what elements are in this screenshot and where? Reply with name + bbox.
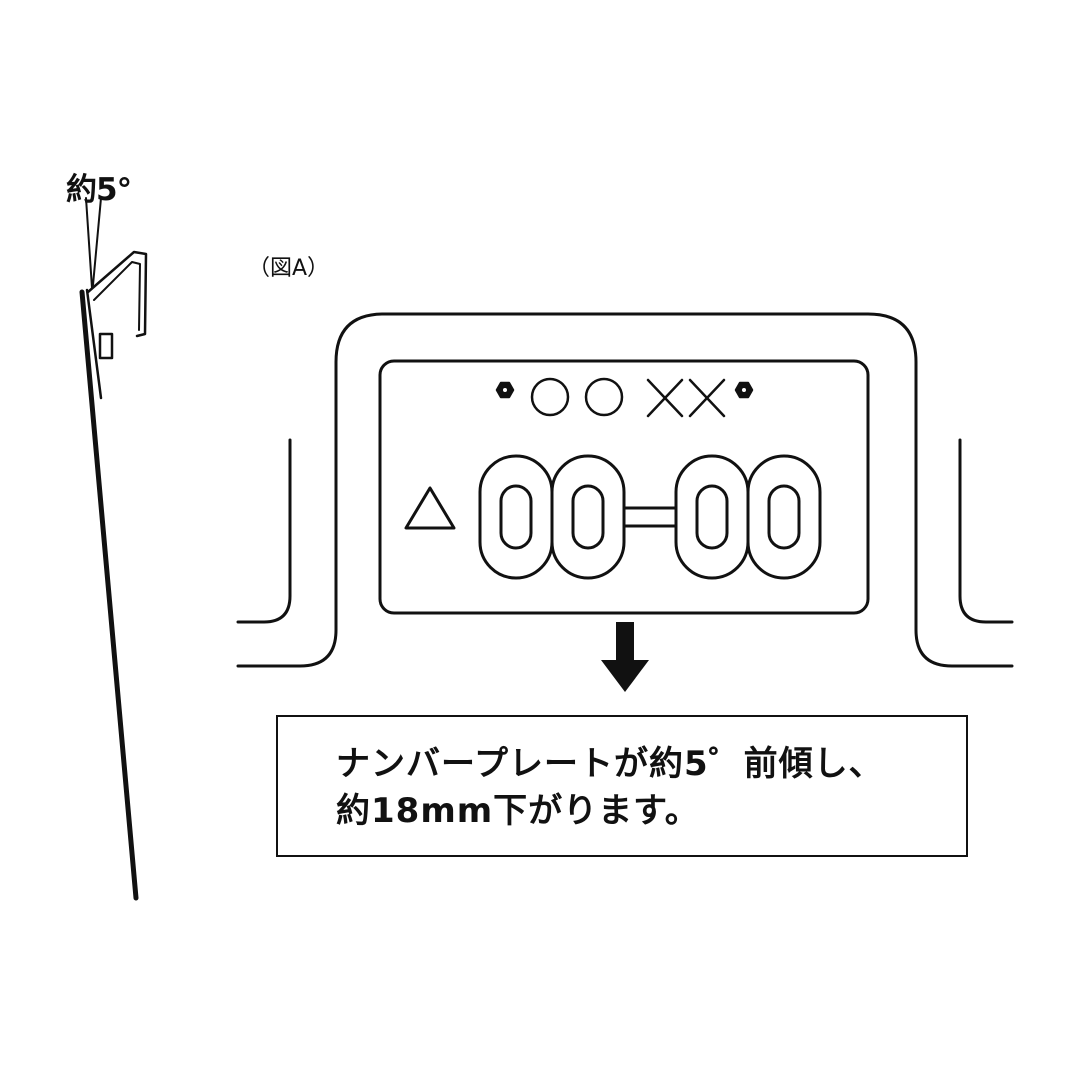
plate-cross-2 — [688, 378, 726, 418]
note-text: ナンバープレートが約5゜前傾し、 約18mm下がります。 — [336, 741, 884, 835]
side-bracket-back — [85, 288, 103, 400]
angle-line-vertical — [85, 197, 93, 289]
note-line-1: ナンバープレートが約5゜前傾し、 — [336, 744, 884, 784]
plate-circle-2 — [584, 377, 624, 417]
plate-number — [478, 454, 822, 580]
license-plate — [378, 359, 870, 615]
side-plate-line — [79, 289, 139, 901]
figure-label: （図A） — [248, 256, 330, 281]
note-line-2: 約18mm下がります。 — [336, 791, 700, 831]
plate-triangle — [404, 486, 456, 530]
note-box: ナンバープレートが約5゜前傾し、 約18mm下がります。 — [276, 715, 968, 857]
plate-cross-1 — [646, 378, 684, 418]
hex-screw-icon — [734, 381, 754, 399]
plate-circle-1 — [530, 377, 570, 417]
side-hook-inner — [93, 261, 141, 331]
angle-label: 約5° — [66, 172, 132, 208]
hex-screw-icon — [495, 381, 515, 399]
arrow-down-icon — [601, 622, 649, 692]
body-right-outline — [958, 438, 1014, 624]
angle-line-tilted — [92, 197, 102, 286]
side-view — [79, 197, 148, 901]
plate-outline — [378, 359, 870, 615]
body-left-outline — [236, 438, 292, 624]
vehicle-body — [236, 312, 1014, 668]
bezel-outer — [236, 312, 1014, 668]
side-hook — [86, 250, 148, 338]
side-clip — [98, 332, 114, 360]
